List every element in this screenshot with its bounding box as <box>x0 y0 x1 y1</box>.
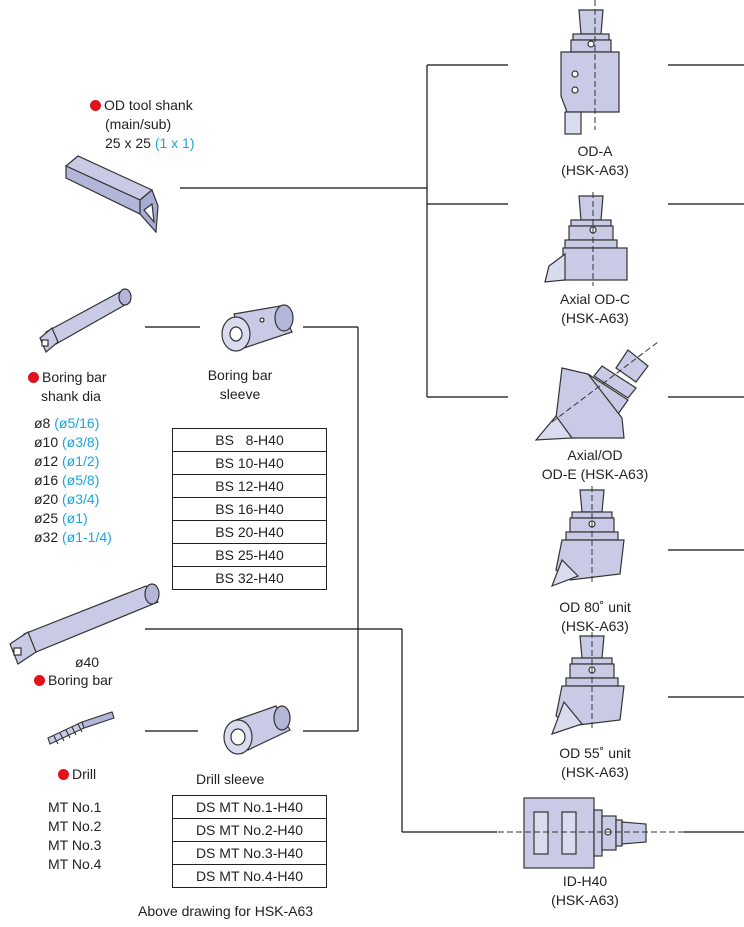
size-row: ø32 (ø1-1/4) <box>34 528 112 547</box>
table-row: BS 25-H40 <box>173 544 327 567</box>
boring-bar-sleeve-label: Boring bar sleeve <box>200 366 280 404</box>
table-row: BS 32-H40 <box>173 567 327 590</box>
boring-bar-icon <box>32 286 136 358</box>
red-bullet-icon <box>34 675 45 686</box>
table-row: BS 8-H40 <box>173 429 327 452</box>
table-row: DS MT No.1-H40 <box>173 796 327 819</box>
red-bullet-icon <box>28 372 39 383</box>
od-tool-shank-subtitle: (main/sub) <box>105 115 171 134</box>
od-a-holder-icon <box>555 0 635 142</box>
size-row: ø10 (ø3/8) <box>34 433 112 452</box>
od-tool-shank-title: OD tool shank <box>90 96 193 115</box>
table-row: BS 10-H40 <box>173 452 327 475</box>
size-row: ø20 (ø3/4) <box>34 490 112 509</box>
table-row: BS 20-H40 <box>173 521 327 544</box>
od-tool-shank-icon <box>60 152 168 236</box>
drill-sleeve-label: Drill sleeve <box>196 770 264 789</box>
axial-od-e-holder-icon <box>532 338 674 444</box>
boring-bar-shank-subtitle: shank dia <box>41 387 101 406</box>
od-tool-shank-size: 25 x 25 (1 x 1) <box>105 134 195 153</box>
boring-bar-sleeve-icon <box>214 304 298 354</box>
size-row: ø8 (ø5/16) <box>34 414 112 433</box>
table-row: BS 12-H40 <box>173 475 327 498</box>
drill-icon <box>42 708 118 748</box>
holder-label-axial-od-c: Axial OD-C(HSK-A63) <box>515 290 675 328</box>
large-boring-bar-title: Boring bar <box>34 671 113 690</box>
large-boring-bar-size: ø40 <box>62 653 112 672</box>
holder-label-od-a: OD-A(HSK-A63) <box>515 142 675 180</box>
drill-sleeve-icon <box>218 704 296 756</box>
table-row: BS 16-H40 <box>173 498 327 521</box>
size-row: ø25 (ø1) <box>34 509 112 528</box>
red-bullet-icon <box>90 100 101 111</box>
holder-label-od-55: OD 55˚ unit(HSK-A63) <box>515 744 675 782</box>
axial-od-c-holder-icon <box>543 192 633 288</box>
table-row: DS MT No.3-H40 <box>173 842 327 865</box>
od-80-unit-icon <box>548 486 638 594</box>
holder-label-od-80: OD 80˚ unit(HSK-A63) <box>515 598 675 636</box>
id-h40-holder-icon <box>496 794 686 872</box>
footnote: Above drawing for HSK-A63 <box>138 902 313 921</box>
holder-label-id-h40: ID-H40(HSK-A63) <box>505 872 665 910</box>
table-row: DS MT No.4-H40 <box>173 865 327 888</box>
red-bullet-icon <box>58 769 69 780</box>
size-row: ø16 (ø5/8) <box>34 471 112 490</box>
table-row: DS MT No.2-H40 <box>173 819 327 842</box>
size-row: ø12 (ø1/2) <box>34 452 112 471</box>
drill-title: Drill <box>58 765 96 784</box>
drill-sleeve-table: DS MT No.1-H40 DS MT No.2-H40 DS MT No.3… <box>172 795 327 888</box>
boring-bar-shank-title: Boring bar <box>28 368 107 387</box>
drill-taper-list: MT No.1 MT No.2 MT No.3 MT No.4 <box>48 798 101 874</box>
boring-bar-size-list: ø8 (ø5/16) ø10 (ø3/8) ø12 (ø1/2) ø16 (ø5… <box>34 414 112 547</box>
od-55-unit-icon <box>548 632 638 740</box>
boring-bar-sleeve-table: BS 8-H40 BS 10-H40 BS 12-H40 BS 16-H40 B… <box>172 428 327 590</box>
